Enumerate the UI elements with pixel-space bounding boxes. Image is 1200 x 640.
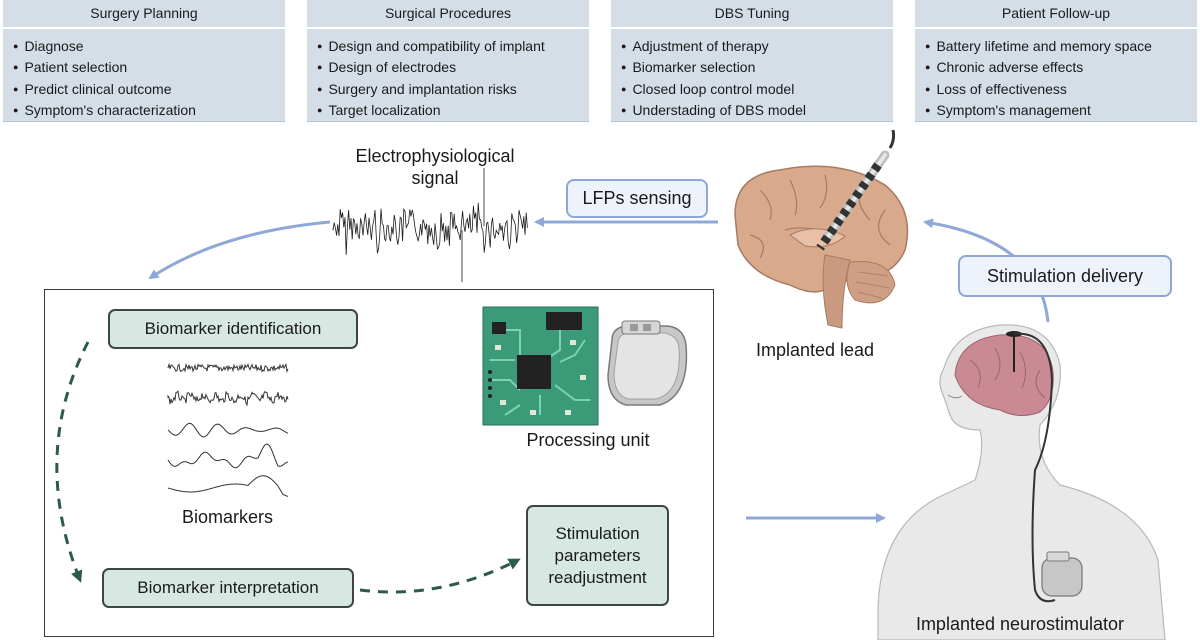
list-item: Biomarker selection: [621, 58, 893, 79]
dashed-arrow-identification-to-interpretation: [55, 341, 90, 583]
panel-list: Battery lifetime and memory space Chroni…: [925, 37, 1197, 122]
biomarker-waveforms: [167, 362, 289, 497]
panel-title: Patient Follow-up: [915, 0, 1197, 29]
lfps-sensing-pill: LFPs sensing: [566, 179, 708, 218]
panel-list: Adjustment of therapy Biomarker selectio…: [621, 37, 893, 122]
list-item: Symptom's characterization: [13, 101, 285, 122]
stimulation-readjustment-box: Stimulation parameters readjustment: [526, 505, 669, 606]
list-item: Understading of DBS model: [621, 101, 893, 122]
closed-loop-frame: [44, 289, 714, 637]
list-item: Chronic adverse effects: [925, 58, 1197, 79]
pulse-generator-icon: [607, 320, 688, 406]
arrow-signal-to-frame: [148, 220, 331, 280]
biomarker-identification-box: Biomarker identification: [108, 309, 358, 349]
list-item: Closed loop control model: [621, 80, 893, 101]
panel-patient-follow-up: Patient Follow-up Battery lifetime and m…: [915, 0, 1197, 122]
stimulation-delivery-pill: Stimulation delivery: [958, 255, 1172, 297]
list-item: Predict clinical outcome: [13, 80, 285, 101]
list-item: Patient selection: [13, 58, 285, 79]
dashed-arrow-interpretation-to-readjustment: [359, 558, 521, 594]
electrophysiological-signal-label: Electrophysiological signal: [355, 146, 515, 188]
panel-surgery-planning: Surgery Planning Diagnose Patient select…: [3, 0, 285, 122]
implanted-neurostimulator-label: Implanted neurostimulator: [915, 614, 1125, 634]
list-item: Diagnose: [13, 37, 285, 58]
list-item: Adjustment of therapy: [621, 37, 893, 58]
implanted-lead-label: Implanted lead: [755, 340, 875, 360]
biomarker-interpretation-box: Biomarker interpretation: [102, 568, 354, 608]
panel-surgical-procedures: Surgical Procedures Design and compatibi…: [307, 0, 589, 122]
patient-neurostimulator-icon: [877, 324, 1166, 640]
list-item: Target localization: [317, 101, 589, 122]
panel-list: Design and compatibility of implant Desi…: [317, 37, 589, 122]
list-item: Battery lifetime and memory space: [925, 37, 1197, 58]
processing-unit-label: Processing unit: [526, 430, 650, 450]
list-item: Symptom's management: [925, 101, 1197, 122]
electrophysiological-signal-waveform: [332, 168, 528, 282]
list-item: Design of electrodes: [317, 58, 589, 79]
pcb-chip-icon: [482, 306, 599, 426]
brain-sagittal-icon: [734, 129, 909, 329]
panel-title: Surgery Planning: [3, 0, 285, 29]
panel-title: Surgical Procedures: [307, 0, 589, 29]
panel-list: Diagnose Patient selection Predict clini…: [13, 37, 285, 122]
biomarkers-label: Biomarkers: [181, 507, 274, 527]
panel-title: DBS Tuning: [611, 0, 893, 29]
list-item: Loss of effectiveness: [925, 80, 1197, 101]
panel-dbs-tuning: DBS Tuning Adjustment of therapy Biomark…: [611, 0, 893, 122]
list-item: Surgery and implantation risks: [317, 80, 589, 101]
list-item: Design and compatibility of implant: [317, 37, 589, 58]
